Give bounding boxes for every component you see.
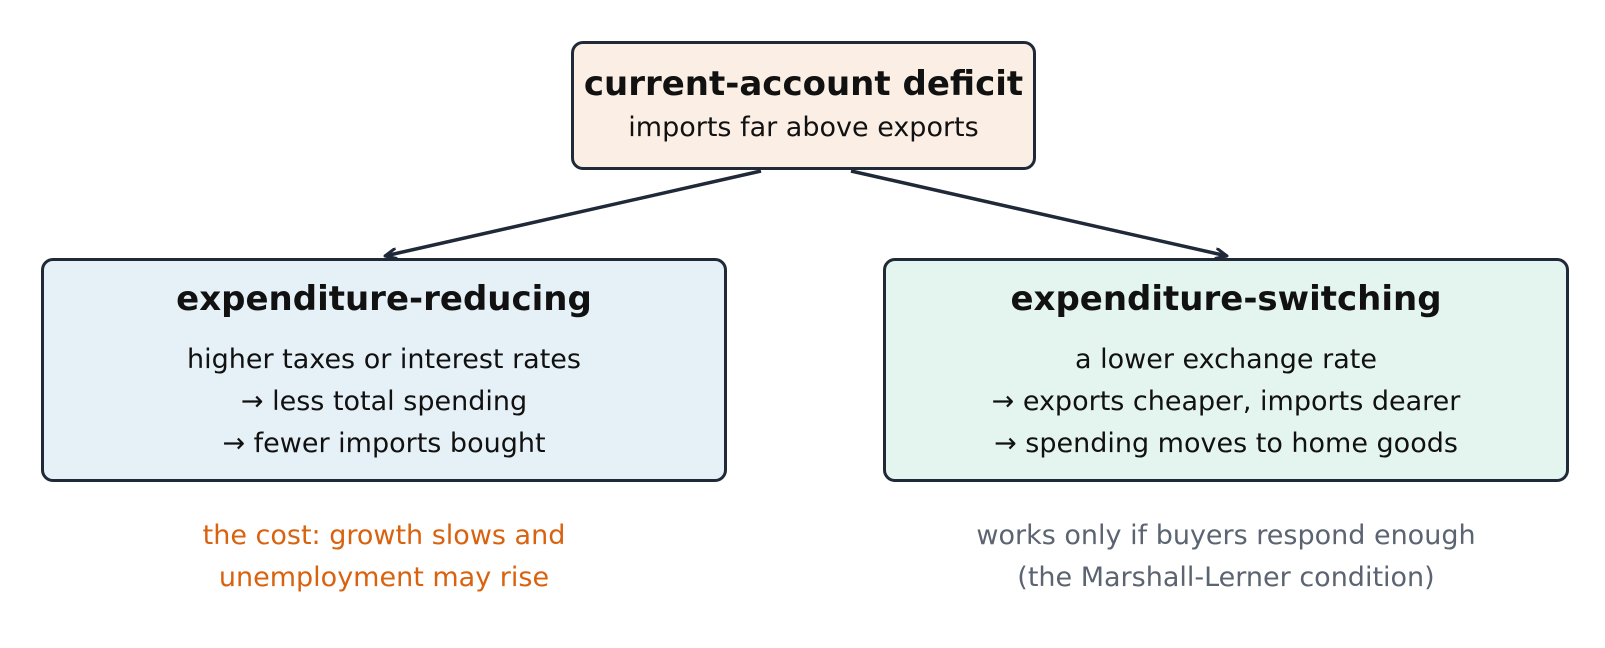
- expenditure-reducing-line: → less total spending: [240, 386, 528, 417]
- expenditure-switching-line: → spending moves to home goods: [994, 428, 1458, 459]
- condition-note-line: (the Marshall-Lerner condition): [1017, 562, 1435, 593]
- expenditure-switching-lines: a lower exchange rate → exports cheaper,…: [886, 339, 1566, 465]
- condition-note: works only if buyers respond enough (the…: [883, 515, 1569, 599]
- expenditure-reducing-title: expenditure-reducing: [176, 279, 592, 319]
- expenditure-switching-box: expenditure-switching a lower exchange r…: [883, 258, 1569, 482]
- condition-note-line: works only if buyers respond enough: [976, 520, 1476, 551]
- cost-note-line: the cost: growth slows and: [202, 520, 566, 551]
- cost-note-line: unemployment may rise: [218, 562, 550, 593]
- expenditure-reducing-line: → fewer imports bought: [222, 428, 546, 459]
- deficit-title: current-account deficit: [583, 64, 1024, 104]
- expenditure-reducing-box: expenditure-reducing higher taxes or int…: [41, 258, 727, 482]
- expenditure-switching-line: a lower exchange rate: [1075, 344, 1377, 375]
- expenditure-reducing-lines: higher taxes or interest rates → less to…: [44, 339, 724, 465]
- expenditure-switching-line: → exports cheaper, imports dearer: [991, 386, 1461, 417]
- deficit-subtitle: imports far above exports: [628, 112, 979, 143]
- arrow-to-expenditure-switching: [850, 169, 1227, 256]
- expenditure-reducing-line: higher taxes or interest rates: [187, 344, 581, 375]
- arrow-to-expenditure-reducing: [385, 169, 762, 256]
- expenditure-switching-title: expenditure-switching: [1010, 279, 1442, 319]
- deficit-box: current-account deficit imports far abov…: [571, 41, 1036, 170]
- cost-note: the cost: growth slows and unemployment …: [41, 515, 727, 599]
